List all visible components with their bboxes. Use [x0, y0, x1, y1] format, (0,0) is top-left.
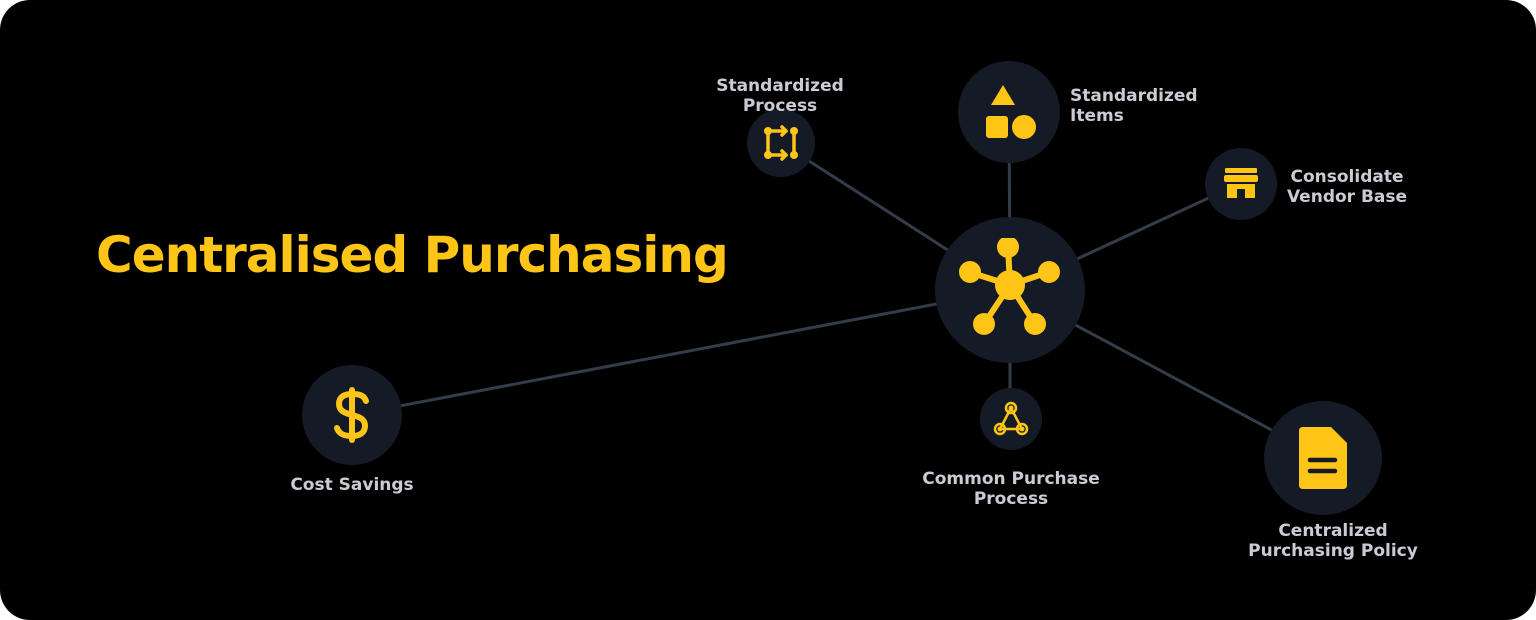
storefront-icon [1221, 164, 1261, 204]
node-cost-savings [302, 365, 402, 465]
flow-arrows-icon [761, 123, 801, 163]
node-standardized-process [747, 109, 815, 177]
page-title: Centralised Purchasing [96, 226, 729, 284]
node-standardized-items [958, 61, 1060, 163]
label-cost-savings: Cost Savings [290, 475, 414, 495]
label-common-purchase-process: Common Purchase Process [922, 469, 1100, 509]
label-centralized-purchasing-policy: Centralized Purchasing Policy [1248, 521, 1418, 561]
label-standardized-process: Standardized Process [716, 76, 844, 116]
shapes-icon [980, 83, 1038, 141]
label-standardized-items: Standardized Items [1070, 86, 1198, 126]
connector-cost-savings [351, 288, 1011, 417]
node-consolidate-vendor-base [1205, 148, 1277, 220]
node-common-purchase-process [980, 388, 1042, 450]
document-icon [1295, 425, 1351, 491]
cycle-nodes-icon [991, 399, 1031, 439]
dollar-icon [330, 387, 374, 443]
node-centralized-purchasing-policy [1264, 401, 1382, 515]
hub-node [935, 217, 1085, 363]
network-hub-icon [958, 238, 1062, 342]
label-consolidate-vendor-base: Consolidate Vendor Base [1286, 167, 1408, 207]
